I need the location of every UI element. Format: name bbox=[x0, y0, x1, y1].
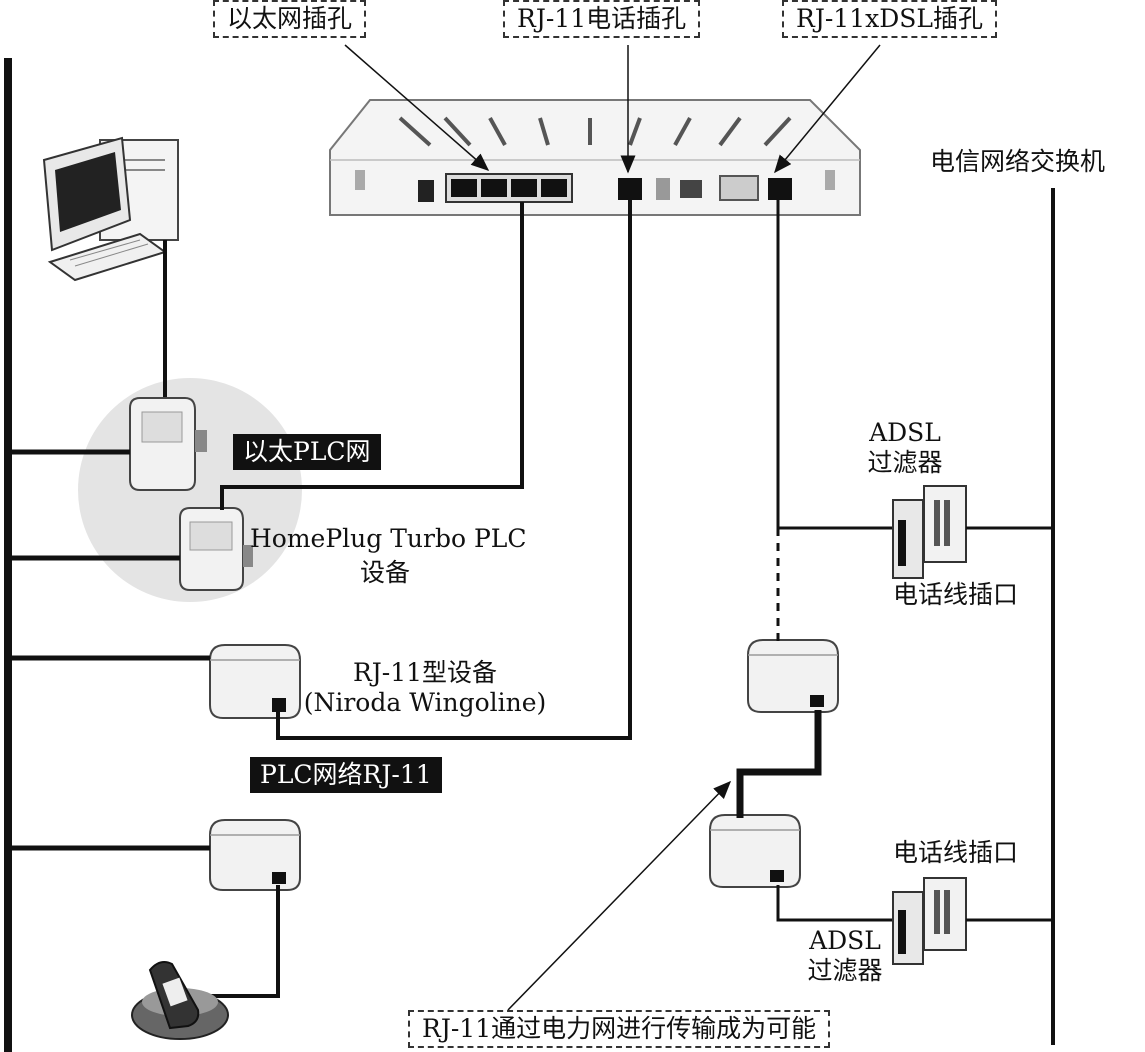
phone-jack-top-label: 电话线插口 bbox=[893, 580, 1019, 609]
rj11-device bbox=[209, 644, 301, 719]
homeplug-label-line2: 设备 bbox=[360, 558, 411, 587]
adsl-filter-bottom-line2: 过滤器 bbox=[807, 956, 883, 985]
homeplug-label: HomePlug Turbo PLC bbox=[250, 524, 527, 554]
ethernet-plc-label: 以太PLC网 bbox=[233, 434, 381, 470]
rj11-device-label: RJ-11型设备 (Niroda Wingoline) bbox=[300, 658, 550, 718]
adapter-to-lower-filter bbox=[776, 885, 895, 922]
xdsl-line bbox=[776, 200, 895, 530]
callout-rj11-over-power: RJ-11通过电力网进行传输成为可能 bbox=[408, 1010, 831, 1048]
callout-phone-port: RJ-11电话插孔 bbox=[503, 0, 701, 38]
adsl-filter-upper bbox=[892, 485, 967, 579]
rj11-device-label-line1: RJ-11型设备 bbox=[352, 658, 498, 687]
plc-rj11-label: PLC网络RJ-11 bbox=[250, 757, 442, 793]
rj11-adapter-right-upper bbox=[747, 639, 839, 713]
homeplug-label-line1: HomePlug Turbo PLC bbox=[250, 524, 527, 553]
router bbox=[329, 99, 861, 216]
adapter-link-thick bbox=[736, 710, 822, 818]
phone-jack-bottom-label: 电话线插口 bbox=[893, 838, 1019, 867]
rj11-adapter-phone bbox=[209, 819, 301, 891]
adsl-filter-top-label: ADSL 过滤器 bbox=[850, 418, 960, 478]
router-phone-to-rj11-cable bbox=[276, 200, 632, 740]
callout-ethernet-port: 以太网插孔 bbox=[213, 0, 367, 38]
rj11-power-pointer bbox=[507, 780, 732, 1011]
computer-icon bbox=[42, 136, 179, 282]
rj11-adapter-right-lower bbox=[709, 814, 801, 888]
xdsl-port-pointer bbox=[774, 44, 881, 174]
ethernet-port-pointer bbox=[344, 44, 490, 171]
telephone-icon bbox=[131, 961, 229, 1040]
adsl-filter-top-line2: 过滤器 bbox=[867, 448, 943, 477]
router-to-plc-cable bbox=[220, 202, 524, 510]
callout-xdsl-port: RJ-11xDSL插孔 bbox=[782, 0, 997, 38]
adsl-filter-bottom-label: ADSL 过滤器 bbox=[790, 926, 900, 986]
telecom-switch-label: 电信网络交换机 bbox=[930, 147, 1106, 176]
adsl-filter-top-line1: ADSL bbox=[869, 418, 941, 447]
adsl-filter-bottom-line1: ADSL bbox=[809, 926, 881, 955]
rj11-device-label-line2: (Niroda Wingoline) bbox=[303, 688, 547, 717]
plc-adapter-1 bbox=[129, 397, 207, 491]
plc-adapter-2 bbox=[179, 507, 253, 591]
adsl-filter-lower bbox=[892, 877, 967, 965]
adapter-to-phone-cable bbox=[205, 885, 280, 998]
